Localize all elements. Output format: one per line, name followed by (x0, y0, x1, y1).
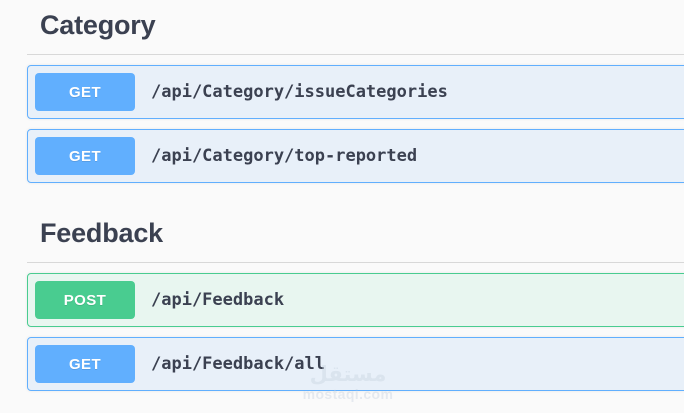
operation-path: /api/Feedback (151, 290, 285, 310)
operation-row-get-feedback-all[interactable]: GET /api/Feedback/all (27, 337, 684, 391)
operation-list-category: GET /api/Category/issueCategories GET /a… (0, 65, 684, 183)
method-badge-get: GET (35, 137, 135, 175)
method-badge-get: GET (35, 73, 135, 111)
operation-row-get-issuecategories[interactable]: GET /api/Category/issueCategories (27, 65, 684, 119)
method-badge-get: GET (35, 345, 135, 383)
tag-divider (27, 54, 684, 55)
tag-title-feedback[interactable]: Feedback (40, 218, 163, 248)
operation-row-post-feedback[interactable]: POST /api/Feedback (27, 273, 684, 327)
operation-path: /api/Category/issueCategories (151, 82, 448, 102)
operation-path: /api/Category/top-reported (151, 146, 418, 166)
operation-path: /api/Feedback/all (151, 354, 325, 374)
tag-section-feedback: Feedback POST /api/Feedback GET /api/Fee… (0, 212, 684, 391)
operation-list-feedback: POST /api/Feedback GET /api/Feedback/all (0, 273, 684, 391)
tag-divider (27, 262, 684, 263)
method-badge-post: POST (35, 281, 135, 319)
tag-section-category: Category GET /api/Category/issueCategori… (0, 4, 684, 183)
tag-title-category[interactable]: Category (40, 10, 156, 40)
operation-row-get-top-reported[interactable]: GET /api/Category/top-reported (27, 129, 684, 183)
